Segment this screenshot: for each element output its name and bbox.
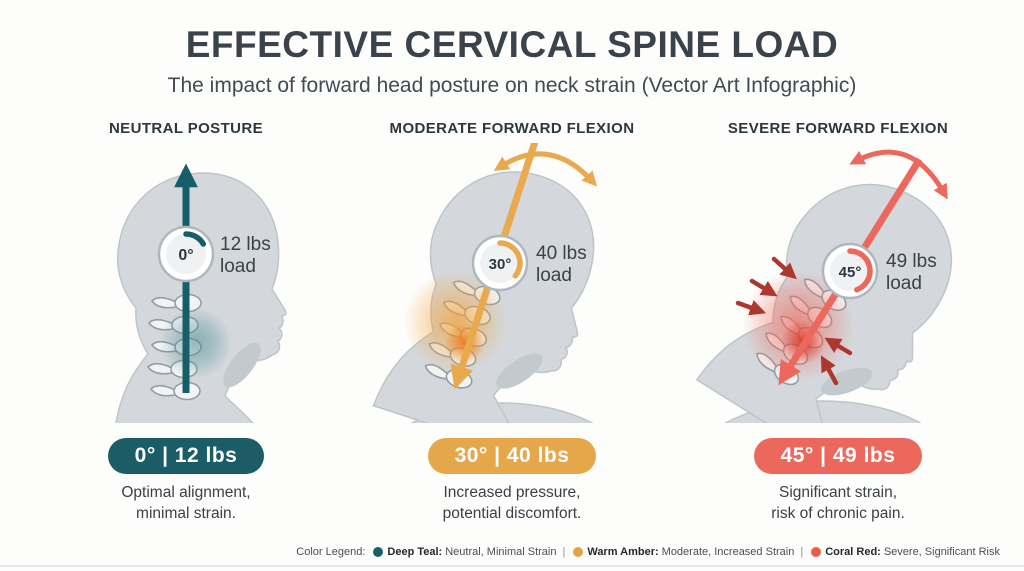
load-label-line2: load	[536, 265, 572, 286]
panel-neutral-header: NEUTRAL POSTURE	[108, 120, 264, 137]
flexion-curved-arrow	[849, 149, 948, 200]
severe-value-badge: 45° | 49 lbs	[753, 438, 923, 474]
gauge-angle-value: 0°	[178, 247, 193, 264]
infographic-subtitle: The impact of forward head posture on ne…	[167, 74, 857, 97]
neck-shadow	[223, 342, 261, 388]
legend-prefix: Color Legend:	[296, 546, 366, 558]
bottom-divider	[0, 565, 1024, 567]
strain-glow	[160, 307, 232, 379]
legend-dot-teal	[373, 547, 384, 557]
shoulders-base	[724, 400, 922, 423]
legend-label-coral: Coral Red:	[825, 546, 881, 558]
load-label-line2: load	[886, 273, 922, 294]
load-label-line1: 49 lbs	[886, 251, 937, 272]
load-label-line1: 12 lbs	[220, 234, 271, 255]
header: EFFECTIVE CERVICAL SPINE LOAD The impact…	[0, 24, 1024, 98]
severe-flexion-figure: 45° 49 lbs load	[696, 149, 987, 423]
neutral-posture-figure: 0° 12 lbs load	[115, 163, 287, 423]
legend-separator: |	[800, 546, 804, 558]
legend-dot-amber	[573, 547, 584, 557]
angle-gauge: 45°	[821, 242, 879, 300]
gauge-angle-value: 30°	[489, 256, 512, 273]
panel-moderate: MODERATE FORWARD FLEXION	[352, 120, 672, 525]
moderate-flexion-figure: 30° 40 lbs load	[372, 143, 622, 423]
load-label-line2: load	[220, 256, 256, 277]
severe-description: Significant strain, risk of chronic pain…	[771, 484, 905, 522]
neutral-value-badge: 0° | 12 lbs	[107, 438, 265, 474]
neutral-description: Optimal alignment, minimal strain.	[121, 484, 251, 522]
angle-gauge: 0°	[157, 225, 215, 283]
moderate-value-badge: 30° | 40 lbs	[427, 438, 597, 474]
load-label-line1: 40 lbs	[536, 243, 587, 264]
legend-text-coral: Severe, Significant Risk	[883, 546, 1000, 558]
legend-dot-coral	[811, 547, 822, 557]
gauge-angle-value: 45°	[839, 264, 862, 281]
flexion-curved-arrow	[493, 151, 598, 187]
color-legend: Color Legend: Deep Teal: Neutral, Minima…	[296, 546, 1000, 558]
head-silhouette	[115, 172, 287, 423]
panel-moderate-header: MODERATE FORWARD FLEXION	[389, 120, 635, 137]
stress-arrows	[735, 256, 853, 386]
panel-severe-header: SEVERE FORWARD FLEXION	[727, 120, 949, 137]
angle-gauge: 30°	[471, 234, 529, 292]
legend-label-teal: Deep Teal:	[387, 546, 443, 558]
panel-neutral: NEUTRAL POSTURE	[26, 120, 346, 525]
legend-text-amber: Moderate, Increased Strain	[661, 546, 795, 558]
tilted-head-group	[372, 143, 622, 423]
infographic-title: EFFECTIVE CERVICAL SPINE LOAD	[185, 24, 839, 65]
legend-separator: |	[562, 546, 566, 558]
legend-text-teal: Neutral, Minimal Strain	[445, 546, 557, 558]
panel-severe: SEVERE FORWARD FLEXION	[678, 120, 998, 525]
legend-label-amber: Warm Amber:	[587, 546, 659, 558]
panel-row: NEUTRAL POSTURE	[0, 120, 1024, 525]
moderate-description: Increased pressure, potential discomfort…	[442, 484, 582, 522]
